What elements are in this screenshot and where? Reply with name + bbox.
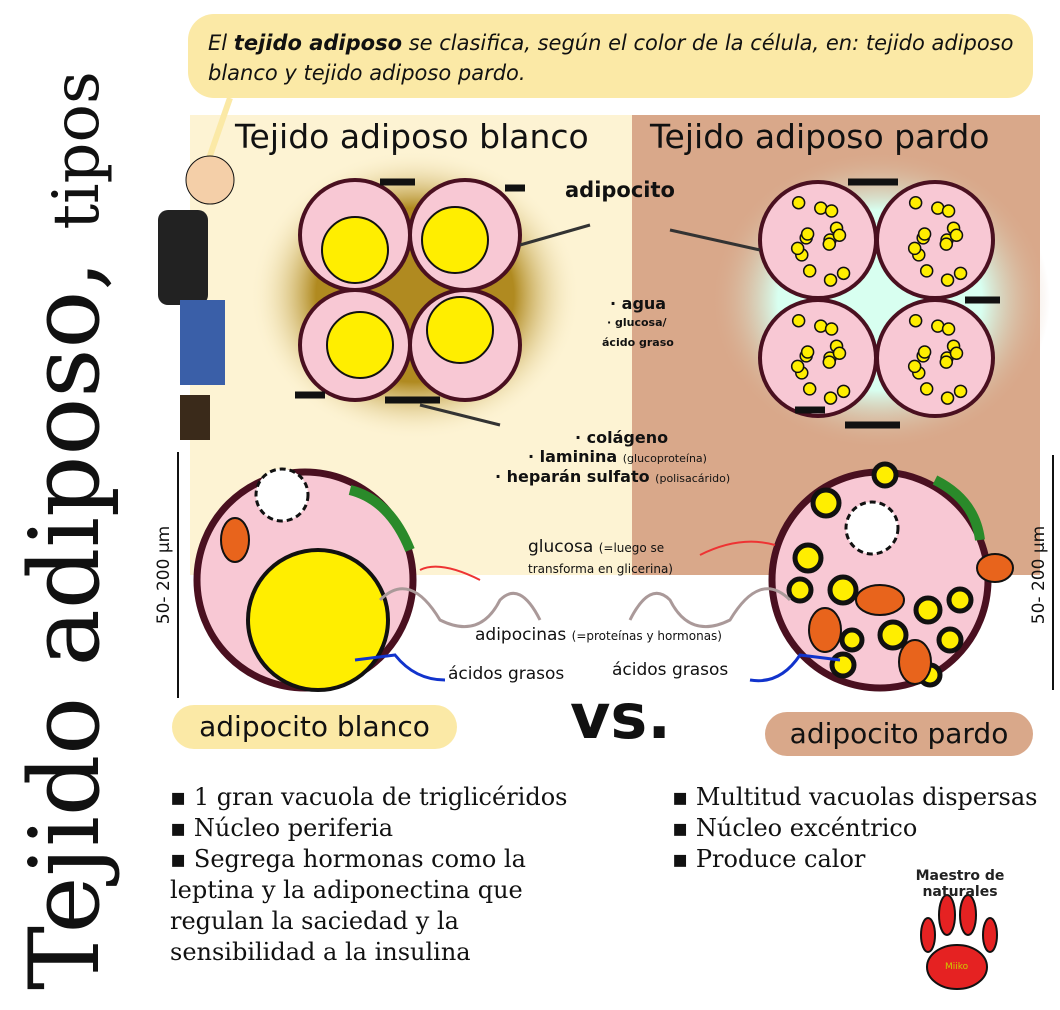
lipid-droplet — [908, 313, 923, 328]
lipid-droplet — [949, 346, 964, 361]
lipid-droplet — [824, 322, 839, 336]
list-item: ▪ Segrega hormonas como la leptina y la … — [170, 845, 526, 966]
acidos-grasos-left: ácidos grasos — [448, 664, 565, 684]
lipid-droplet — [790, 359, 805, 374]
lipid-droplet — [953, 266, 968, 281]
colageno-label: · colágeno — [575, 428, 669, 447]
lipid-droplet — [939, 355, 954, 369]
glucosa-label: · glucosa/ — [607, 316, 667, 329]
lipid-droplet — [908, 195, 923, 210]
brown-tissue-heading: Tejido adiposo pardo — [650, 117, 990, 156]
list-item: ▪ Produce calor — [672, 845, 866, 873]
adipocito-label: adipocito — [565, 178, 675, 202]
lipid-droplet — [823, 273, 838, 287]
lipid-droplet — [917, 227, 932, 241]
scale-label-left: 50- 200 µm — [154, 525, 175, 625]
lipid-droplet — [800, 227, 815, 241]
vs-label: vs. — [570, 680, 671, 753]
brown-features-list: ▪ Multitud vacuolas dispersas ▪ Núcleo e… — [672, 782, 1060, 875]
lipid-droplet — [800, 345, 815, 359]
list-item: ▪ Núcleo periferia — [170, 814, 394, 842]
list-item: ▪ 1 gran vacuola de triglicéridos — [170, 783, 568, 811]
lipid-droplet — [907, 359, 922, 374]
lipid-droplet — [836, 384, 851, 399]
acidos-grasos-right: ácidos grasos — [612, 660, 729, 680]
lipid-droplet — [791, 313, 806, 328]
lipid-droplet — [939, 237, 954, 251]
lipid-droplet — [823, 391, 838, 405]
lipid-droplet — [953, 384, 968, 399]
scale-arrows — [177, 452, 1054, 698]
lipid-droplet — [822, 237, 837, 251]
white-features-list: ▪ 1 gran vacuola de triglicéridos ▪ Núcl… — [170, 782, 590, 968]
speech-bubble: El tejido adiposo se clasifica, según el… — [188, 14, 1033, 98]
lipid-droplet — [940, 391, 955, 405]
white-adipocyte-label: adipocito blanco — [172, 705, 457, 749]
lipid-droplet — [791, 195, 806, 210]
glucosa-flow-note: transforma en glicerina) — [528, 562, 673, 576]
white-tissue-heading: Tejido adiposo blanco — [235, 117, 589, 156]
lipid-droplet — [836, 266, 851, 281]
lipid-droplet — [941, 322, 956, 336]
list-item: ▪ Núcleo excéntrico — [672, 814, 918, 842]
cartoon-teacher — [158, 155, 235, 440]
heparan-label: · heparán sulfato (polisacárido) — [495, 467, 731, 486]
lipid-droplet — [832, 346, 847, 361]
agua-label: · agua — [610, 294, 667, 313]
list-item: ▪ Multitud vacuolas dispersas — [672, 783, 1038, 811]
lipid-droplet — [822, 355, 837, 369]
lipid-droplet — [919, 264, 934, 278]
lipid-droplet — [949, 228, 964, 243]
lipid-droplet — [907, 241, 922, 256]
logo-signature: Miiko — [945, 962, 969, 972]
lipid-droplet — [802, 382, 817, 396]
lipid-droplet — [917, 345, 932, 359]
scale-label-right: 50- 200 µm — [1029, 525, 1050, 625]
laminina-label: · laminina (glucoproteína) — [528, 447, 707, 466]
lipid-droplet — [832, 228, 847, 243]
lipid-droplet — [941, 204, 956, 218]
brown-adipocyte-label: adipocito pardo — [765, 712, 1033, 756]
logo-text: Maestro de naturales — [915, 868, 1005, 900]
lipid-droplet — [919, 382, 934, 396]
glucosa-flow-label: glucosa (=luego se — [528, 537, 665, 557]
lipid-droplet — [824, 204, 839, 218]
lipid-droplet — [940, 273, 955, 287]
adipocinas-label: adipocinas (=proteínas y hormonas) — [475, 625, 722, 645]
logo-paw-icon — [920, 894, 998, 990]
lipid-droplet — [790, 241, 805, 256]
lipid-droplet — [802, 264, 817, 278]
acido-graso-label: ácido graso — [602, 336, 674, 349]
